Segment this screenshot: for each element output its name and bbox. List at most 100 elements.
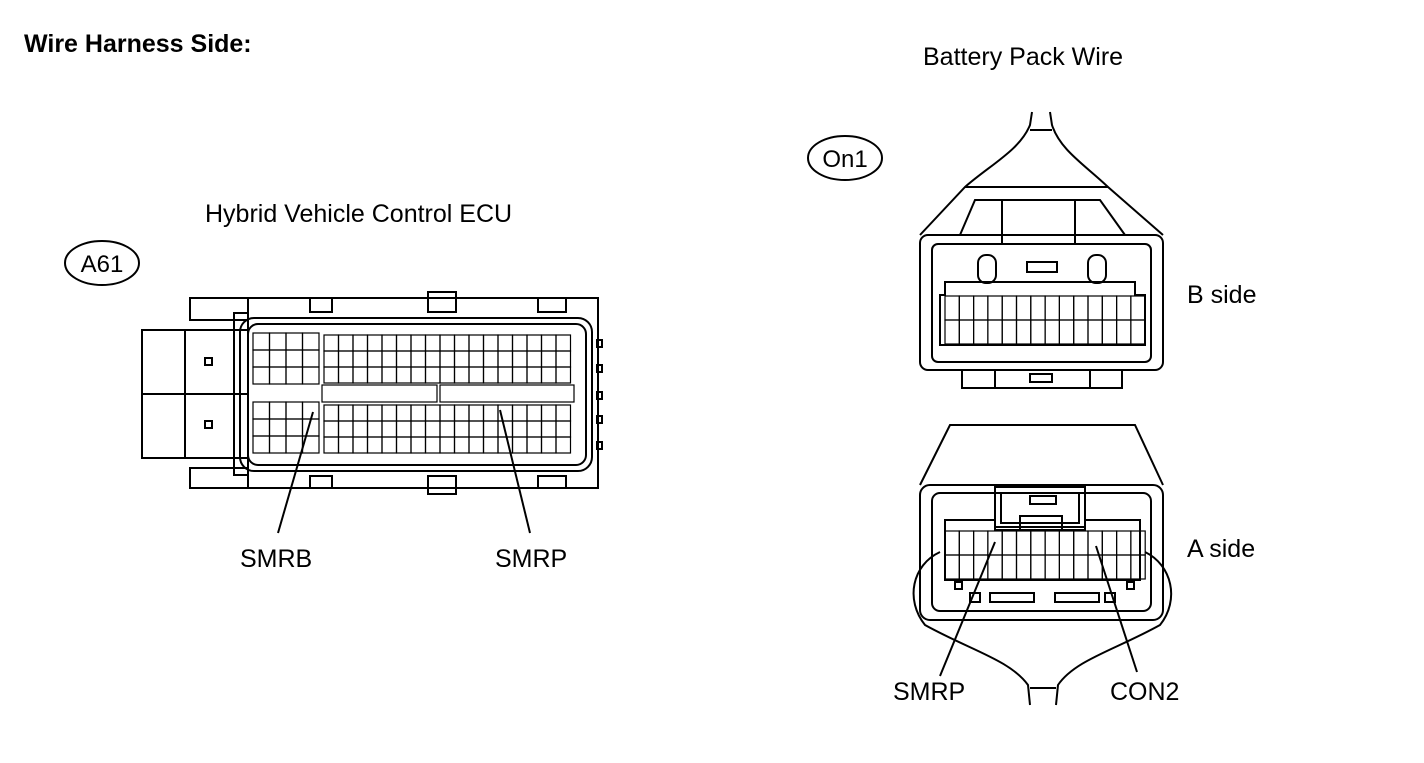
terminal-cell xyxy=(1030,530,1046,556)
terminal-cell xyxy=(395,334,412,352)
terminal-cell xyxy=(395,436,412,454)
terminal-cell xyxy=(1115,295,1132,321)
terminal-cell xyxy=(526,350,543,368)
terminal-cell xyxy=(395,350,412,368)
terminal-cell xyxy=(555,404,572,422)
terminal-cell xyxy=(482,366,499,384)
terminal-cell xyxy=(944,295,960,321)
b-side-terminals xyxy=(944,295,1146,345)
terminal-cell xyxy=(497,350,514,368)
terminal-cell xyxy=(352,436,369,454)
terminal-cell xyxy=(285,435,304,454)
leader-smrb xyxy=(277,411,314,534)
terminal-cell xyxy=(468,366,485,384)
terminal-cell xyxy=(453,366,470,384)
terminal-cell xyxy=(958,530,975,556)
terminal-cell xyxy=(468,436,485,454)
terminal-cell xyxy=(285,332,304,351)
terminal-cell xyxy=(252,349,271,368)
terminal-cell xyxy=(987,319,1003,345)
terminal-cell xyxy=(1001,295,1018,321)
terminal-cell xyxy=(1001,554,1018,580)
terminal-cell xyxy=(1087,295,1103,321)
terminal-cell xyxy=(366,334,383,352)
terminal-cell xyxy=(944,554,960,580)
terminal-cell xyxy=(482,436,499,454)
terminal-cell xyxy=(526,366,543,384)
terminal-cell xyxy=(1130,295,1146,321)
terminal-cell xyxy=(1101,554,1118,580)
terminal-cell xyxy=(511,334,528,352)
terminal-cell xyxy=(453,350,470,368)
terminal-cell xyxy=(323,366,340,384)
terminal-cell xyxy=(366,404,383,422)
terminal-cell xyxy=(1030,319,1046,345)
a-side-terminals xyxy=(944,530,1146,580)
terminal-cell xyxy=(526,436,543,454)
terminal-cell xyxy=(482,420,499,438)
terminal-cell xyxy=(1044,295,1060,321)
terminal-cell xyxy=(366,420,383,438)
terminal-cell xyxy=(958,319,975,345)
terminal-cell xyxy=(424,350,441,368)
terminal-cell xyxy=(482,350,499,368)
terminal-cell xyxy=(1001,319,1018,345)
terminal-cell xyxy=(972,530,989,556)
terminal-cell xyxy=(1044,554,1060,580)
terminal-cell xyxy=(944,319,960,345)
terminal-cell xyxy=(468,404,485,422)
terminal-cell xyxy=(1058,319,1075,345)
terminal-cell xyxy=(424,404,441,422)
terminal-cell xyxy=(285,401,304,420)
ecu-block-top-right xyxy=(323,334,572,384)
terminal-cell xyxy=(366,436,383,454)
terminal-cell xyxy=(1073,530,1089,556)
terminal-cell xyxy=(352,350,369,368)
terminal-cell xyxy=(410,350,427,368)
terminal-cell xyxy=(381,366,398,384)
terminal-cell xyxy=(511,404,528,422)
terminal-cell xyxy=(285,418,304,437)
terminal-cell xyxy=(511,420,528,438)
terminal-cell xyxy=(511,366,528,384)
terminal-cell xyxy=(439,420,456,438)
leader-smrp-ecu xyxy=(499,409,531,534)
terminal-cell xyxy=(301,332,320,351)
terminal-cell xyxy=(987,295,1003,321)
terminal-cell xyxy=(540,334,557,352)
a-side-label: A side xyxy=(1187,535,1256,563)
connector-code-a61-bubble xyxy=(64,240,140,286)
terminal-cell xyxy=(268,349,287,368)
terminal-cell xyxy=(323,334,340,352)
terminal-cell xyxy=(1073,319,1089,345)
terminal-cell xyxy=(1001,530,1018,556)
terminal-cell xyxy=(1044,530,1060,556)
terminal-cell xyxy=(252,435,271,454)
terminal-cell xyxy=(497,366,514,384)
terminal-cell xyxy=(366,350,383,368)
terminal-cell xyxy=(555,436,572,454)
terminal-cell xyxy=(352,334,369,352)
ecu-block-bottom-left xyxy=(252,401,320,454)
terminal-cell xyxy=(395,366,412,384)
terminal-cell xyxy=(395,420,412,438)
terminal-cell xyxy=(352,404,369,422)
ecu-title: Hybrid Vehicle Control ECU xyxy=(205,200,513,228)
pin-label-smrp-ecu: SMRP xyxy=(495,545,568,573)
terminal-cell xyxy=(252,401,271,420)
terminal-cell xyxy=(424,420,441,438)
terminal-cell xyxy=(381,420,398,438)
terminal-cell xyxy=(1087,319,1103,345)
terminal-cell xyxy=(1058,554,1075,580)
terminal-cell xyxy=(285,349,304,368)
terminal-cell xyxy=(468,350,485,368)
leader-con2 xyxy=(1095,545,1138,673)
terminal-cell xyxy=(301,366,320,385)
terminal-cell xyxy=(301,349,320,368)
terminal-cell xyxy=(323,350,340,368)
ecu-block-bottom-right xyxy=(323,404,572,454)
terminal-cell xyxy=(987,554,1003,580)
terminal-cell xyxy=(555,334,572,352)
terminal-cell xyxy=(381,350,398,368)
